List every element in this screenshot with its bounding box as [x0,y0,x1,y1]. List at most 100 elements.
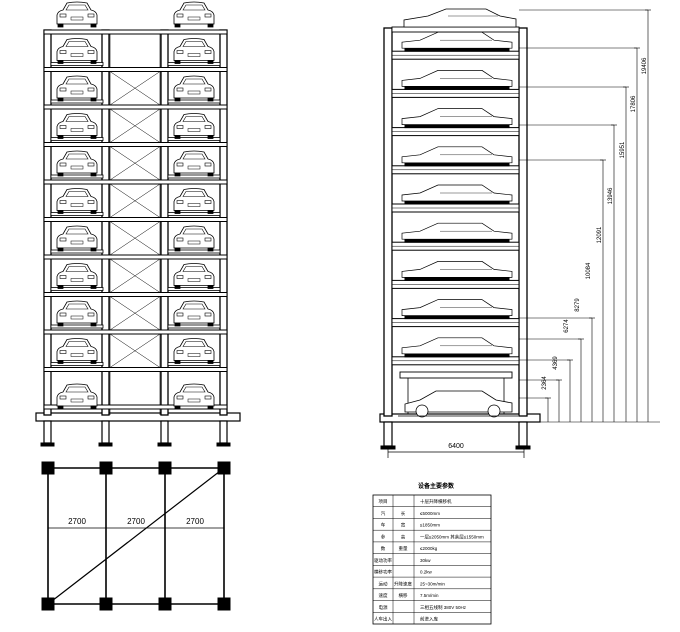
plan-footing [217,597,231,611]
spec-row-value: 前进入库 [420,615,438,622]
spec-table-rows: 项目十层升降横移机汽长≤5000mm车宽≤1850mm参高一层≤2050mm 其… [373,495,491,624]
front-elevation-view [35,1,241,447]
spec-row-group: 人车出入 [374,615,392,622]
front-car-level-6-2 [173,225,215,252]
front-pallet [50,249,104,254]
side-pallet-rail [404,124,510,129]
front-car-level-7-2 [173,263,215,289]
height-dimension-label: 8279 [575,298,581,312]
side-pallet-rail [404,276,510,281]
height-dimension-label: 10084 [586,262,592,279]
front-pallet [50,324,104,329]
spec-row-group: 横移功率 [374,569,392,576]
front-pallet [50,62,104,66]
front-car-level-3-2 [173,113,215,139]
side-column-right [518,27,528,417]
front-car-level-8-2 [173,300,215,327]
front-pallet [167,287,221,291]
spec-row-value: 7.5m/min [420,593,439,598]
front-car-level-8-1 [56,300,98,327]
front-car-level-10-2 [173,383,215,410]
front-floor-beam [43,67,228,72]
front-base-beam [35,412,241,422]
spec-row-group: 参 [381,533,386,540]
front-floor-beam [43,179,228,185]
spec-row-value: 0.2kw [420,570,433,575]
plan-footing [41,461,55,475]
plan-footing [41,597,55,611]
front-floor-beam [43,292,228,297]
side-pallet-rail [404,200,510,205]
side-pallets [391,47,520,414]
spec-row: 汽长≤5000mm [381,510,440,517]
front-car-level-4-2 [173,150,215,177]
spec-row-sub: 高 [401,533,406,540]
side-column-left [383,27,393,417]
front-pallet [50,287,104,291]
front-floor-beam [43,404,228,410]
side-leg [383,421,393,447]
spec-row-group: 驱动功率 [374,557,392,564]
side-car-level-6 [401,184,513,202]
front-brace [109,146,161,181]
side-car-ground [398,390,518,418]
side-pallet-rail [404,353,510,358]
side-leg [518,421,528,447]
spec-table-title: 设备主要参数 [418,482,455,490]
height-dimension-label: 4369 [553,356,559,370]
front-pallet [50,99,104,104]
side-pallet-rail [404,238,510,243]
front-floor-beam [43,142,228,147]
front-car-level-2-1 [56,75,98,102]
side-car-level-3 [401,299,513,316]
side-foot [515,445,531,450]
front-pallet [167,249,221,254]
front-pallet [50,362,104,366]
side-ground-frame [399,371,513,379]
foundation-plan-view: 2700 2700 2700 [41,461,231,611]
side-car-level-4 [401,261,513,278]
spec-table: 设备主要参数 项目十层升降横移机汽长≤5000mm车宽≤1850mm参高一层≤2… [372,482,492,625]
side-pallet-rail [404,47,510,52]
front-car-level-7-1 [56,263,98,289]
side-elevation-view: 2364436962748279100841209113946159511780… [379,8,660,458]
spec-row-group: 项目 [379,499,388,505]
spec-row-value: 十层升降横移机 [420,498,452,505]
plan-footings [41,461,231,611]
spec-row: 参高一层≤2050mm 其余层≤1550mm [381,533,484,540]
spec-row-sub: 宽 [401,522,406,529]
spec-row-group: 车 [381,522,386,529]
front-pallet [167,62,221,66]
side-car-level-5 [401,222,513,240]
front-car-level-9-2 [173,338,215,364]
side-car-level-7 [401,146,513,164]
front-car-level-5-2 [173,188,215,214]
front-pallet [50,212,104,216]
front-pallet [167,137,221,141]
front-pallet [50,137,104,141]
height-dimensions: 2364436962748279100841209113946159511780… [519,9,660,423]
side-car-level-10 [401,31,513,49]
plan-footing [99,461,113,475]
front-foot [157,442,172,447]
side-car-level-9 [401,70,513,87]
front-column-2 [101,29,110,416]
height-dimension-label: 6274 [564,319,570,333]
side-pallet-rail [404,85,510,90]
front-column-4 [219,29,228,416]
spec-row-group: 汽 [381,510,386,516]
spec-row-group: 速度 [379,592,388,599]
front-car-level-6-1 [56,225,98,252]
front-column-3 [160,29,169,416]
front-car-level-3-1 [56,113,98,139]
front-parked-cars [50,1,221,410]
front-pallet [50,174,104,179]
front-leg [43,420,52,444]
front-pallet [167,362,221,366]
front-brace [109,108,161,143]
front-leg [101,420,110,444]
front-car-level-5-1 [56,188,98,214]
side-car-level-8 [401,108,513,125]
